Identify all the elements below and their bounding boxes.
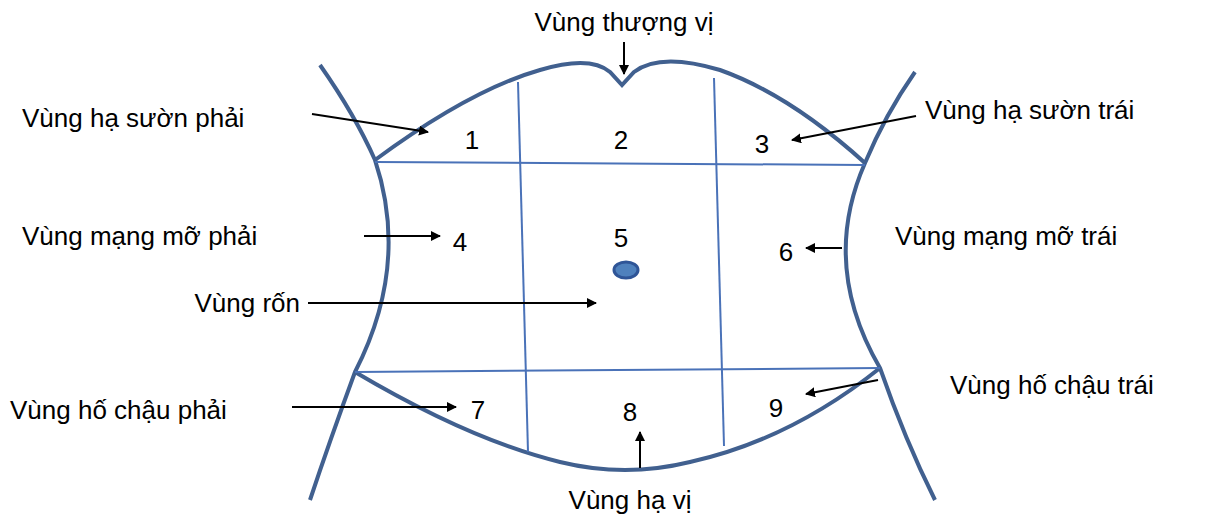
region-name: Vùng hạ vị: [569, 485, 692, 515]
callout-number: 7: [471, 395, 485, 425]
leader-arrow: [312, 114, 428, 132]
region-name: Vùng hạ sườn trái: [925, 95, 1134, 125]
leader-arrows: [292, 42, 916, 468]
lower-horizontal-line: [355, 368, 880, 372]
callout-number: 3: [755, 129, 769, 159]
callout-number: 4: [453, 227, 467, 257]
region-name: Vùng hố chậu trái: [950, 370, 1154, 400]
region-name: Vùng hạ sườn phải: [22, 103, 244, 133]
region-grid: [355, 78, 880, 452]
right-flank-line: [846, 72, 935, 500]
leader-arrow: [292, 406, 456, 408]
region-name: Vùng rốn: [194, 288, 300, 318]
callout-number: 6: [779, 237, 793, 267]
left-flank-line: [310, 65, 389, 500]
abdomen-outline: [310, 61, 935, 500]
leader-arrow: [792, 116, 916, 140]
navel-dot: [614, 262, 638, 278]
leader-arrow: [639, 432, 641, 468]
leader-arrow: [623, 42, 625, 74]
leader-arrow: [806, 247, 842, 249]
region-name: Vùng mạng mỡ trái: [895, 221, 1117, 251]
costal-margin: [375, 61, 865, 163]
leader-arrow: [308, 302, 596, 304]
region-name: Vùng hố chậu phải: [10, 395, 227, 425]
callout-number: 5: [614, 223, 628, 253]
callout-number: 2: [614, 125, 628, 155]
region-name: Vùng mạng mỡ phải: [22, 221, 257, 251]
callout-number: 1: [465, 125, 479, 155]
callout-number: 9: [769, 393, 783, 423]
upper-horizontal-line: [375, 162, 865, 165]
leader-arrow: [806, 380, 878, 394]
lower-margin: [355, 368, 880, 470]
callout-number: 8: [623, 397, 637, 427]
left-vertical-line: [518, 82, 528, 452]
leader-arrow: [364, 235, 440, 237]
right-vertical-line: [714, 78, 724, 446]
region-name: Vùng thượng vị: [534, 7, 713, 37]
